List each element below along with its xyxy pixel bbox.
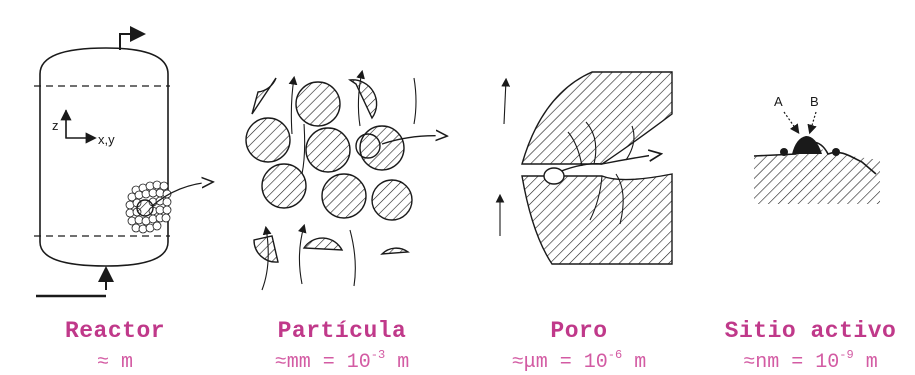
axis-xy-label: x,y bbox=[98, 132, 115, 147]
species-b-label: B bbox=[810, 94, 819, 109]
reactor-outlet-pipe bbox=[120, 34, 142, 50]
pore-diagram bbox=[482, 14, 682, 306]
pore-wall-upper bbox=[522, 72, 672, 164]
reactor-diagram: z x,y bbox=[8, 14, 222, 306]
particle-grains bbox=[246, 78, 412, 262]
active-site-diagram: A B bbox=[740, 14, 886, 306]
caption-active-site: Sitio activo ≈nm = 10-9 m bbox=[706, 318, 915, 372]
species-b-arrow bbox=[810, 112, 816, 132]
caption-particle: Partícula ≈mm = 10-3 m bbox=[228, 318, 456, 372]
caption-scale: ≈ m bbox=[0, 351, 230, 375]
caption-title: Poro bbox=[472, 318, 686, 344]
caption-reactor: Reactor ≈ m bbox=[0, 318, 230, 372]
species-a-arrow bbox=[784, 112, 798, 132]
pore-wall-lower bbox=[522, 174, 672, 264]
caption-title: Reactor bbox=[0, 318, 230, 344]
pore-highlight bbox=[544, 168, 564, 184]
active-site-bump bbox=[792, 136, 822, 154]
caption-title: Partícula bbox=[228, 318, 456, 344]
axis-icon bbox=[66, 110, 94, 138]
highlighted-particle bbox=[137, 200, 153, 216]
pore-panel bbox=[482, 14, 682, 306]
caption-scale: ≈nm = 10-9 m bbox=[706, 351, 915, 375]
adatom-right bbox=[832, 148, 840, 156]
caption-scale: ≈mm = 10-3 m bbox=[228, 351, 456, 375]
adatom-left bbox=[780, 148, 788, 156]
particle-panel bbox=[232, 14, 454, 306]
reactor-panel: z x,y bbox=[8, 14, 222, 306]
axis-z-label: z bbox=[52, 118, 59, 133]
caption-scale: ≈μm = 10-6 m bbox=[472, 351, 686, 375]
active-site-panel: A B bbox=[740, 14, 886, 306]
species-a-label: A bbox=[774, 94, 783, 109]
caption-title: Sitio activo bbox=[706, 318, 915, 344]
particle-diagram bbox=[232, 14, 454, 306]
caption-pore: Poro ≈μm = 10-6 m bbox=[472, 318, 686, 372]
reactor-vessel bbox=[40, 48, 168, 266]
pore-flow-arrow-up bbox=[504, 80, 506, 124]
